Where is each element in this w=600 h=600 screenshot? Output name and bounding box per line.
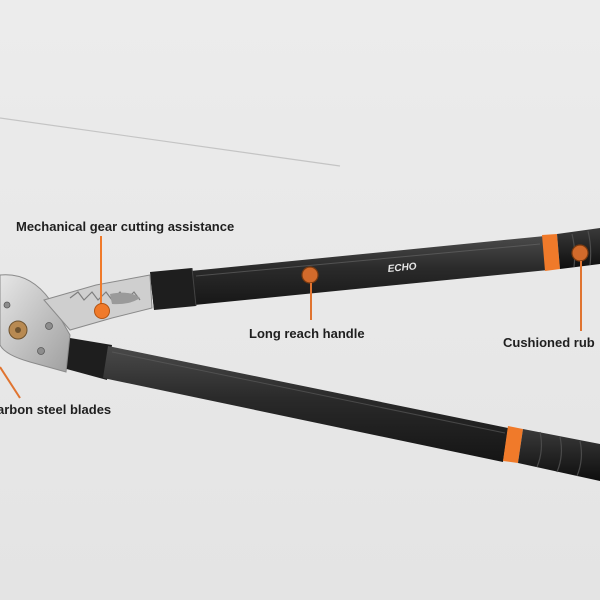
- lower-handle: [63, 338, 600, 481]
- cutting-head: [0, 274, 153, 373]
- callout-blades: [0, 366, 21, 399]
- callout-gear: [94, 236, 110, 319]
- steel-blades-label: arbon steel blades: [0, 402, 112, 417]
- callout-reach: [301, 266, 319, 320]
- gear-assist-label: Mechanical gear cutting assistance: [16, 219, 235, 234]
- long-reach-label: Long reach handle: [249, 326, 365, 341]
- callout-cushion: [571, 244, 589, 331]
- cushion-callout-dot: [571, 244, 589, 262]
- background-streak: [0, 117, 341, 167]
- reach-callout-dot: [301, 266, 319, 284]
- cushioned-grip-label: Cushioned rub: [503, 335, 595, 350]
- echo-logo: ECHO: [387, 261, 417, 275]
- gear-callout-dot: [94, 303, 110, 319]
